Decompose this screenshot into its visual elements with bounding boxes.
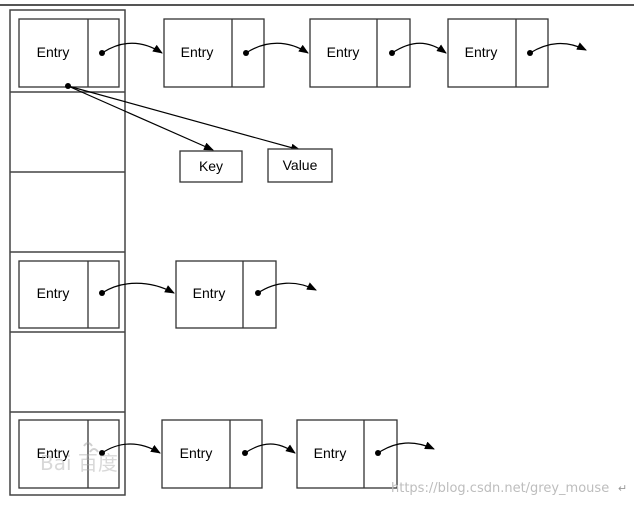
entry-label: Entry — [37, 44, 70, 60]
entry-node: Entry — [447, 18, 549, 88]
next-pointer-arrow — [244, 443, 296, 454]
baidu-watermark-logo: Bai 百度 — [40, 442, 118, 475]
null-pointer-arrow — [257, 282, 317, 294]
entry-node: Entry — [309, 18, 411, 88]
entry-node: Entry — [18, 18, 120, 88]
value-box: Value — [267, 148, 333, 183]
entry-node: Entry — [175, 260, 277, 329]
entry-label: Entry — [37, 445, 70, 461]
entry-label: Entry — [465, 44, 498, 60]
key-box: Key — [179, 150, 243, 183]
key-pointer-arrow — [67, 85, 214, 151]
source-url-watermark: https://blog.csdn.net/grey_mouse — [391, 481, 609, 496]
entry-label: Entry — [314, 445, 347, 461]
value-pointer-arrow — [67, 85, 301, 152]
bucket-table — [9, 9, 126, 496]
entry-label: Entry — [327, 44, 360, 60]
entry-label: Entry — [193, 285, 226, 301]
key-label: Key — [199, 158, 223, 174]
entry-node: Entry — [18, 419, 120, 489]
next-pointer-arrow — [245, 42, 309, 54]
null-pointer-arrow — [529, 42, 587, 54]
entry-label: Entry — [181, 44, 214, 60]
entry-node: Entry — [161, 419, 263, 489]
entry-node: Entry — [296, 419, 398, 489]
value-label: Value — [283, 157, 318, 173]
next-pointer-arrow — [101, 42, 163, 54]
entry-label: Entry — [37, 285, 70, 301]
next-pointer-arrow — [391, 42, 447, 54]
corner-mark-icon: ↵ — [618, 483, 627, 495]
baidu-watermark-text: Bai 百度 — [40, 451, 118, 475]
next-pointer-arrow — [101, 443, 161, 454]
entry-node: Entry — [18, 260, 120, 329]
entry-label: Entry — [180, 445, 213, 461]
next-pointer-arrow — [101, 282, 175, 294]
null-pointer-arrow — [377, 441, 435, 454]
entry-node: Entry — [163, 18, 265, 88]
